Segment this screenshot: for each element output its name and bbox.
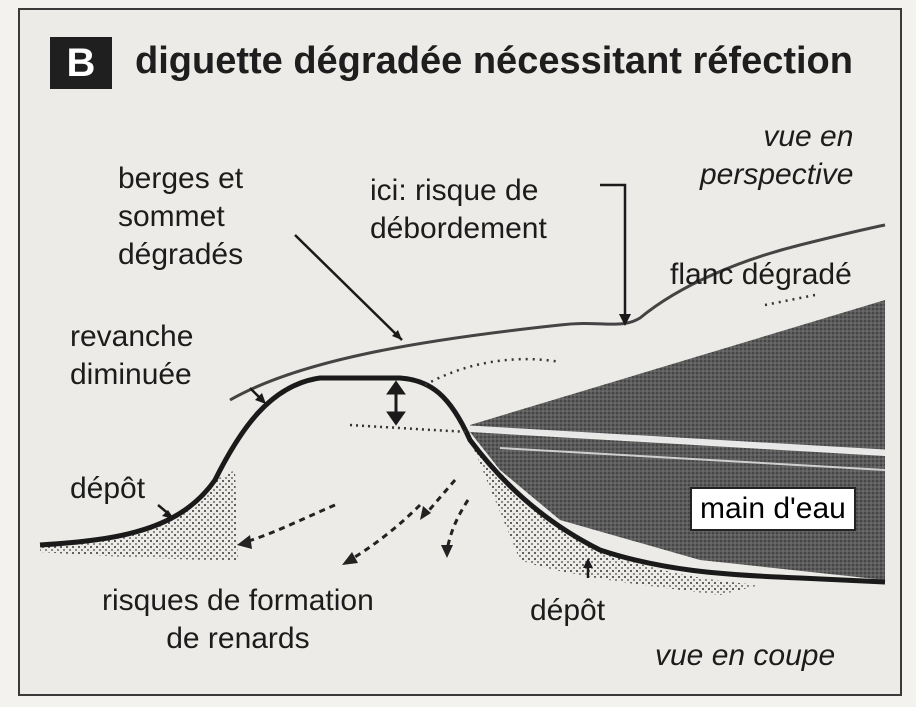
- revanche-double-arrow: [389, 383, 403, 423]
- seepage-arrow-2: [350, 505, 420, 560]
- label-vue-coupe: vue en coupe: [655, 637, 835, 675]
- label-vue-perspective: vue en perspective: [700, 118, 853, 194]
- arrow-debordement: [600, 185, 625, 318]
- seepage-arrow-1: [245, 505, 335, 542]
- seepage-arrow-3: [425, 480, 455, 515]
- label-berges: berges et sommet dégradés: [118, 160, 243, 274]
- arrow-berges: [295, 235, 402, 340]
- section-badge: B: [50, 37, 112, 89]
- label-renards: risques de formation de renards: [102, 582, 374, 658]
- label-risque-debordement: ici: risque de débordement: [370, 172, 547, 248]
- seepage-arrow-4: [447, 500, 468, 550]
- diagram-title: diguette dégradée nécessitant réfection: [135, 37, 855, 85]
- label-revanche: revanche diminuée: [70, 318, 193, 394]
- label-depot-left: dépôt: [70, 470, 145, 508]
- label-depot-right: dépôt: [530, 592, 605, 630]
- label-flanc-degrade: flanc dégradé: [670, 256, 852, 294]
- label-main-eau: main d'eau: [690, 487, 856, 531]
